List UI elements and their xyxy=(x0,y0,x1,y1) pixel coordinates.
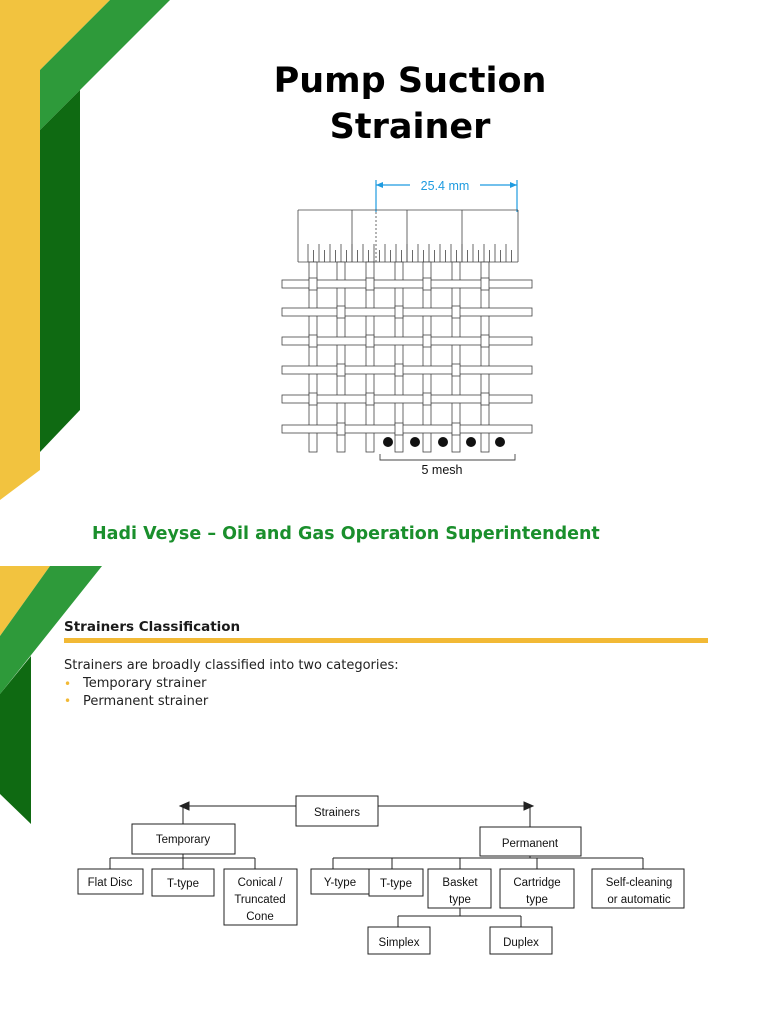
category-list: • Temporary strainer • Permanent strainer xyxy=(64,675,208,710)
author-credit: Hadi Veyse – Oil and Gas Operation Super… xyxy=(92,524,600,544)
node-basket-line-2: type xyxy=(449,894,471,906)
node-selfclean-line-2: or automatic xyxy=(607,894,671,906)
classification-tree: Strainers Temporary Permanent Flat Disc … xyxy=(77,795,685,955)
node-permanent: Permanent xyxy=(502,838,559,850)
title-line-1: Pump Suction xyxy=(273,61,547,101)
section-heading: Strainers Classification xyxy=(64,619,241,635)
mesh-figure: 25.4 mm 5 mesh xyxy=(281,177,533,477)
node-selfclean-line-1: Self-cleaning xyxy=(606,877,672,889)
node-cartridge-line-2: type xyxy=(526,894,548,906)
slide-decoration-2 xyxy=(0,566,102,824)
list-item: • Permanent strainer xyxy=(64,693,208,711)
node-temporary: Temporary xyxy=(156,834,211,846)
slide-gap xyxy=(0,554,768,566)
dimension-label: 25.4 mm xyxy=(421,179,470,193)
bullet-icon: • xyxy=(64,694,72,709)
slide-decoration xyxy=(0,0,170,500)
node-duplex: Duplex xyxy=(503,937,539,949)
node-cartridge-line-1: Cartridge xyxy=(513,877,560,889)
slide-2: Strainers Classification Strainers are b… xyxy=(0,566,768,1024)
node-basket-line-1: Basket xyxy=(442,877,478,889)
node-conical-line-1: Conical / xyxy=(238,877,284,889)
slide-title: Pump Suction Strainer xyxy=(200,58,620,150)
title-line-2: Strainer xyxy=(329,107,491,147)
node-strainers: Strainers xyxy=(314,807,360,819)
intro-text: Strainers are broadly classified into tw… xyxy=(64,658,399,673)
node-flat-disc: Flat Disc xyxy=(88,877,133,889)
list-item-label: Temporary strainer xyxy=(83,676,207,692)
node-t-type-permanent: T-type xyxy=(380,878,412,890)
list-item: • Temporary strainer xyxy=(64,675,208,693)
slide-1: Pump Suction Strainer 25.4 mm 5 mesh Had… xyxy=(0,0,620,544)
node-y-type: Y-type xyxy=(324,877,356,889)
list-item-label: Permanent strainer xyxy=(83,693,209,709)
heading-rule xyxy=(64,638,708,643)
node-conical-line-3: Cone xyxy=(246,911,274,923)
mesh-label: 5 mesh xyxy=(422,463,463,477)
bullet-icon: • xyxy=(64,676,72,691)
node-conical-line-2: Truncated xyxy=(234,894,285,906)
node-simplex: Simplex xyxy=(379,937,420,949)
node-t-type-temporary: T-type xyxy=(167,878,199,890)
